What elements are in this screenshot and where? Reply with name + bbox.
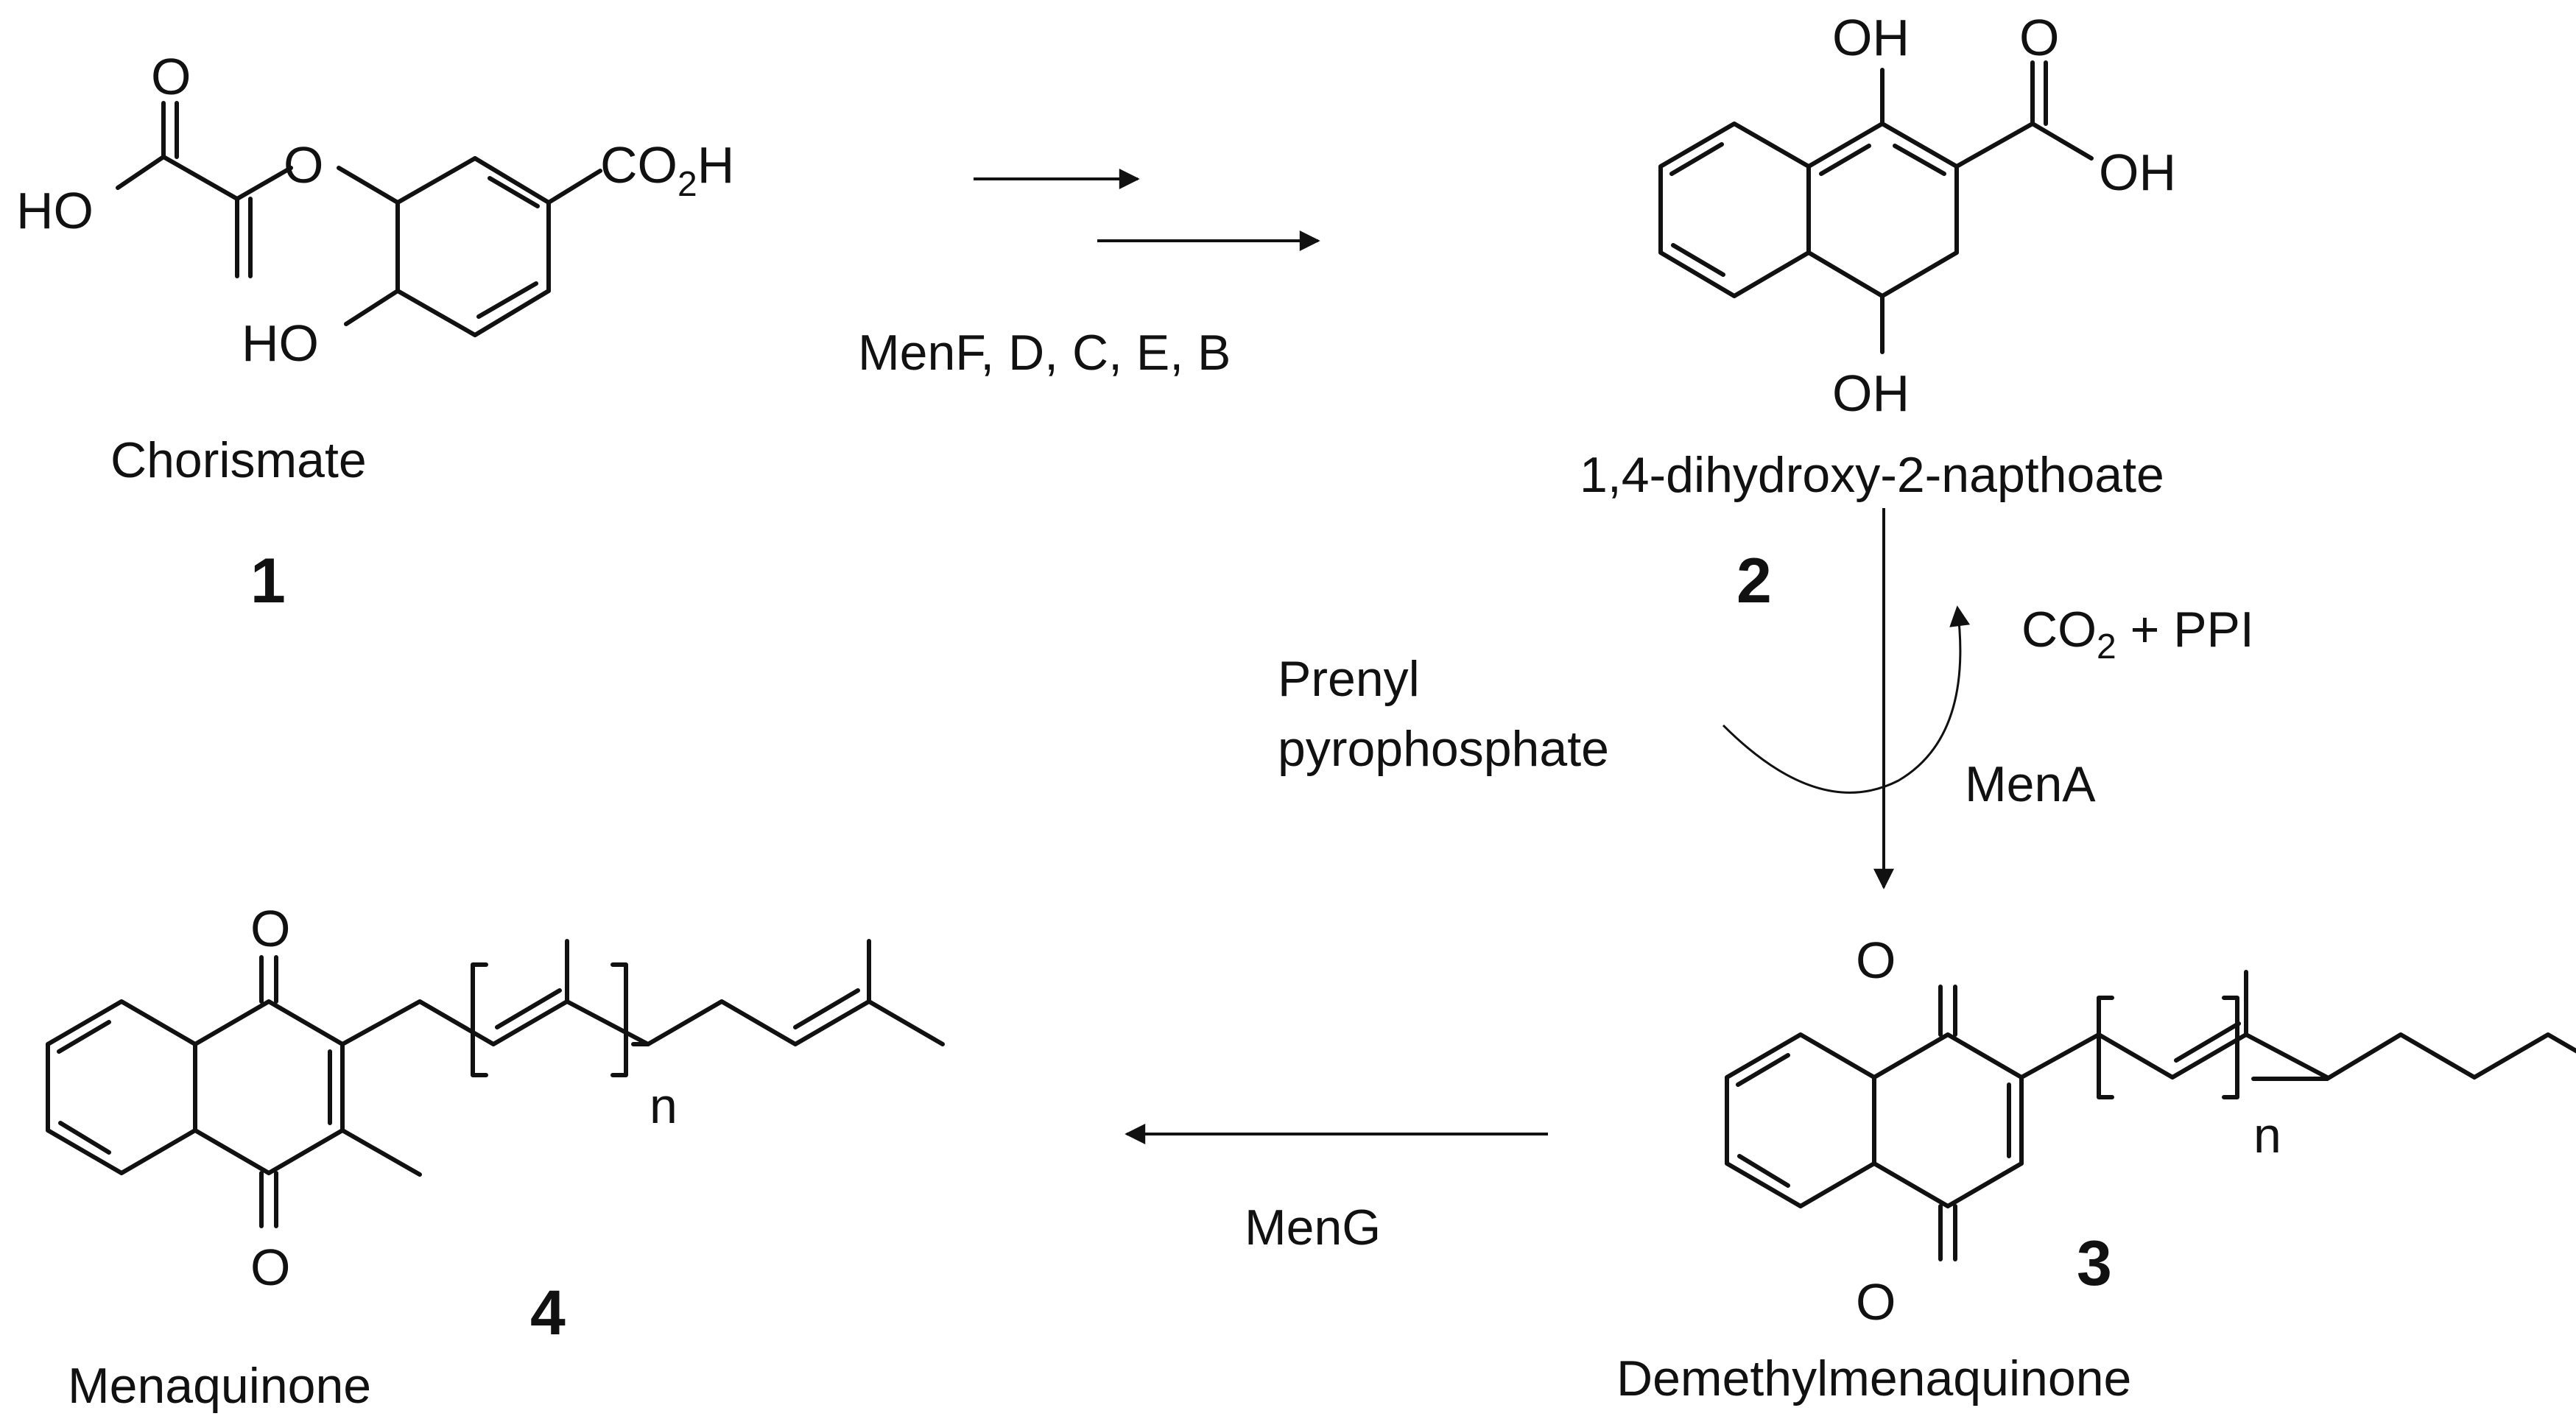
compound-4-menaquinone: O O n Menaquinone 4 — [46, 900, 945, 1414]
compound-2-name: 1,4-dihydroxy-2-napthoate — [1580, 447, 2164, 503]
compound-2-dhna: OH O OH OH 1,4-dihydroxy-2-napthoate 2 — [1580, 9, 2176, 616]
step-1-enzymes: MenF, D, C, E, B — [858, 325, 1231, 381]
atom-o: O — [1856, 1273, 1896, 1331]
repeat-unit-n: n — [650, 1078, 678, 1134]
atom-o: O — [1856, 932, 1896, 989]
compound-1-name: Chorismate — [110, 432, 367, 488]
atom-ho: HO — [16, 182, 94, 239]
compound-1-number: 1 — [250, 546, 286, 616]
compound-1-chorismate: O HO O HO CO2H Chorismate 1 — [16, 48, 734, 616]
atom-ho: HO — [242, 314, 319, 372]
dhna-bonds — [1658, 60, 2094, 354]
atom-o: O — [151, 48, 191, 105]
step-2-byproducts: CO2 + PPI — [2021, 602, 2254, 666]
step-3-arrow: MenG — [1125, 1124, 1548, 1256]
demethylmenaquinone-bonds — [1725, 970, 2576, 1261]
atom-oh: OH — [2099, 144, 2176, 201]
atom-o: O — [250, 900, 290, 957]
repeat-unit-n: n — [2253, 1108, 2281, 1163]
compound-3-demethylmenaquinone: O O n Demethylmenaquinone 3 — [1616, 932, 2576, 1406]
step-2-arrows: Prenyl pyrophosphate CO2 + PPI MenA — [1278, 508, 2254, 890]
compound-2-number: 2 — [1736, 546, 1772, 616]
step-1-arrows: MenF, D, C, E, B — [858, 169, 1320, 381]
step-3-enzyme: MenG — [1245, 1200, 1381, 1256]
compound-3-name: Demethylmenaquinone — [1616, 1351, 2131, 1406]
atom-oh: OH — [1832, 9, 1910, 66]
menaquinone-bonds — [46, 939, 945, 1228]
compound-4-name: Menaquinone — [68, 1358, 371, 1414]
atom-oh: OH — [1832, 365, 1910, 422]
group-co2h: CO2H — [600, 136, 734, 204]
atom-o: O — [2019, 9, 2059, 66]
chorismate-bonds — [116, 101, 602, 337]
compound-4-number: 4 — [530, 1278, 566, 1348]
compound-3-number: 3 — [2077, 1228, 2112, 1299]
step-2-reagent-line1: Prenyl — [1278, 651, 1420, 707]
atom-o: O — [250, 1239, 290, 1296]
atom-o: O — [284, 136, 323, 194]
step-2-enzyme: MenA — [1965, 756, 2096, 812]
step-2-reagent-line2: pyrophosphate — [1278, 721, 1609, 777]
